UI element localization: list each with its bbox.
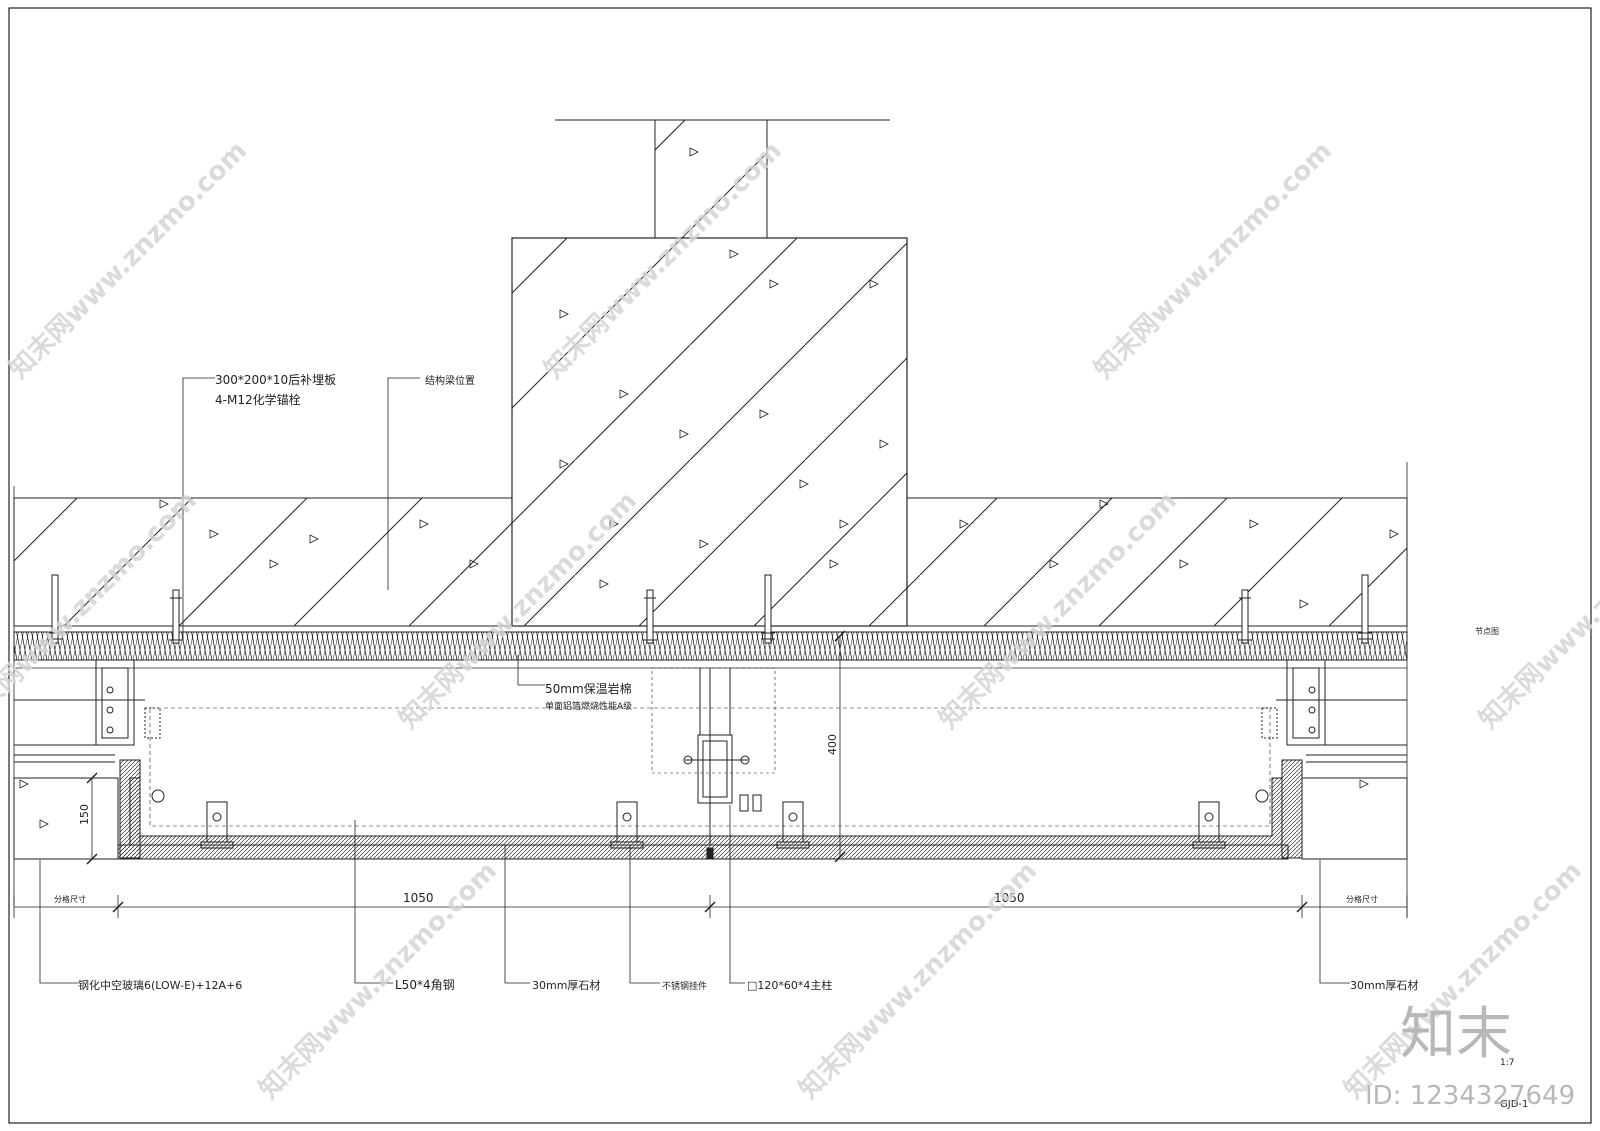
- dim-150: 150: [78, 804, 91, 825]
- stone-label-2: 30mm厚石材: [1350, 978, 1418, 992]
- glass-label: 钢化中空玻璃6(LOW-E)+12A+6: [78, 978, 242, 992]
- page-frame: [8, 7, 1592, 1124]
- insulation-label: 50mm保温岩棉: [545, 681, 632, 696]
- stone-cladding: [13, 707, 1408, 860]
- dimension-lines: [13, 630, 1408, 918]
- grid-size-left: 分格尺寸: [54, 894, 86, 904]
- stone-label-1: 30mm厚石材: [532, 978, 600, 992]
- drawing-code: GJD-1: [1500, 1099, 1528, 1110]
- brand-logo: 知末: [1400, 1002, 1512, 1067]
- anchor-bolts: [48, 574, 1372, 644]
- svg-text:知末网www.znzmo.com: 知末网www.znzmo.com: [1089, 136, 1338, 385]
- grid-size-right: 分格尺寸: [1346, 894, 1378, 904]
- svg-text:知末网www.znzmo.com: 知末网www.znzmo.com: [4, 136, 253, 385]
- side-note: 节点图: [1475, 627, 1499, 636]
- scale-label: 1:7: [1500, 1058, 1514, 1068]
- svg-text:知末网www.znzmo.com: 知末网www.znzmo.com: [1474, 486, 1600, 735]
- dim-400: 400: [826, 734, 839, 755]
- structure-label: 结构梁位置: [425, 374, 475, 387]
- insulation-layer: [13, 631, 1408, 661]
- angle-steel-label: L50*4角钢: [395, 978, 455, 992]
- dim-1050-left: 1050: [403, 891, 434, 905]
- mullion-label: □120*60*4主柱: [747, 978, 832, 992]
- concrete-slab: [13, 462, 1408, 918]
- hanger-label: 不锈钢挂件: [662, 980, 707, 992]
- anchor-label: 4-M12化学锚栓: [215, 392, 301, 407]
- central-mullion: [651, 667, 776, 859]
- leader-lines: [39, 377, 1350, 984]
- svg-text:知末网www.znzmo.com: 知末网www.znzmo.com: [254, 856, 503, 1105]
- bracket-label: 300*200*10后补埋板: [215, 373, 336, 387]
- brand-id: ID: 1234327649: [1365, 1081, 1575, 1111]
- steel-hangers: [200, 801, 1226, 849]
- concrete-column: [511, 119, 908, 627]
- insulation-sub-label: 单面铝箔燃烧性能A级: [545, 700, 632, 712]
- dim-1050-right: 1050: [994, 891, 1025, 905]
- left-mullion-connection: [14, 659, 165, 859]
- aggregate-marks: [19, 147, 1399, 829]
